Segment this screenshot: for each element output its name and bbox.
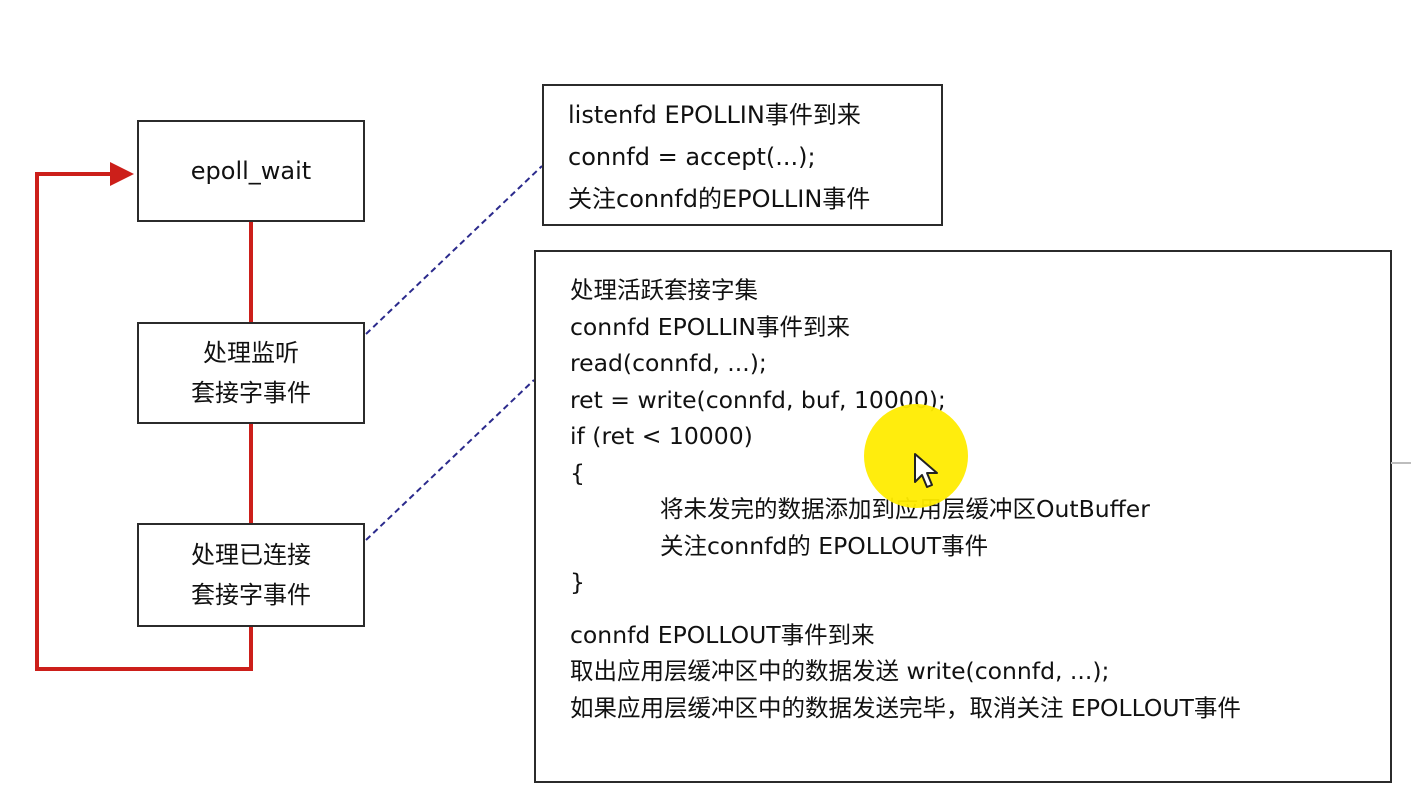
node-handle-connected-socket: 处理已连接 套接字事件	[137, 523, 365, 627]
node-conn-label-line2: 套接字事件	[191, 581, 311, 609]
node-conn-label-line1: 处理已连接	[191, 541, 311, 569]
note-listen-line: connfd = accept(...);	[568, 143, 816, 171]
note-conn-line: 处理活跃套接字集	[570, 276, 758, 304]
node-listen-label-line1: 处理监听	[203, 339, 299, 367]
note-conn-line: ret = write(connfd, buf, 10000);	[570, 385, 946, 414]
note-listen-line: 关注connfd的EPOLLIN事件	[568, 185, 871, 213]
edge-tick	[1391, 462, 1411, 464]
note-conn-line: read(connfd, ...);	[570, 349, 767, 377]
mouse-pointer-icon	[914, 453, 938, 488]
node-epoll-wait-label: epoll_wait	[190, 157, 312, 185]
node-handle-listen-socket: 处理监听 套接字事件	[137, 322, 365, 424]
note-conn-line: {	[570, 458, 585, 487]
note-conn-line: connfd EPOLLIN事件到来	[570, 312, 850, 341]
loop-back-line	[35, 172, 253, 671]
node-listen-label-line2: 套接字事件	[191, 379, 311, 407]
note-listen-event: listenfd EPOLLIN事件到来 connfd = accept(...…	[542, 84, 943, 226]
note-listen-line: listenfd EPOLLIN事件到来	[568, 101, 861, 129]
callout-line-conn	[365, 379, 535, 541]
note-conn-line: 将未发完的数据添加到应用层缓冲区OutBuffer	[660, 495, 1150, 523]
note-connected-event: 处理活跃套接字集 connfd EPOLLIN事件到来 read(connfd,…	[534, 250, 1392, 783]
note-conn-line: }	[570, 568, 585, 596]
spacer	[570, 601, 1390, 617]
note-conn-line: if (ret < 10000)	[570, 422, 753, 450]
note-conn-line: connfd EPOLLOUT事件到来	[570, 620, 875, 649]
loop-arrowhead-icon	[110, 162, 134, 186]
node-epoll-wait: epoll_wait	[137, 120, 365, 222]
callout-line-listen	[365, 165, 543, 335]
note-conn-line: 取出应用层缓冲区中的数据发送 write(connfd, ...);	[570, 657, 1110, 685]
note-conn-line: 如果应用层缓冲区中的数据发送完毕，取消关注 EPOLLOUT事件	[570, 693, 1241, 722]
note-conn-line: 关注connfd的 EPOLLOUT事件	[660, 531, 989, 560]
